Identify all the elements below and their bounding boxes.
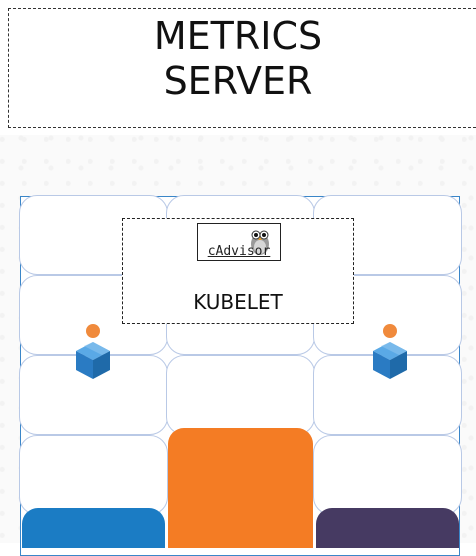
package-box-icon bbox=[76, 324, 110, 379]
metrics-server-line2: SERVER bbox=[163, 59, 313, 103]
kubelet-box: cAdvisor KUBELET bbox=[122, 218, 354, 324]
cadvisor-logo: cAdvisor bbox=[197, 223, 281, 261]
metrics-server-line1: METRICS bbox=[153, 14, 323, 58]
kubelet-label: KUBELET bbox=[193, 290, 283, 314]
grid-cell bbox=[19, 435, 168, 515]
grid-cell bbox=[313, 435, 462, 515]
blue-block bbox=[22, 508, 165, 548]
orange-block bbox=[168, 428, 313, 548]
owl-icon bbox=[251, 230, 269, 255]
purple-block bbox=[316, 508, 459, 548]
package-box-icon bbox=[373, 324, 407, 379]
grid-cell bbox=[166, 355, 315, 435]
metrics-server-box bbox=[8, 8, 476, 128]
cadvisor-logo-text: cAdvisor bbox=[207, 244, 271, 259]
metrics-server-title: METRICS SERVER bbox=[0, 14, 476, 104]
